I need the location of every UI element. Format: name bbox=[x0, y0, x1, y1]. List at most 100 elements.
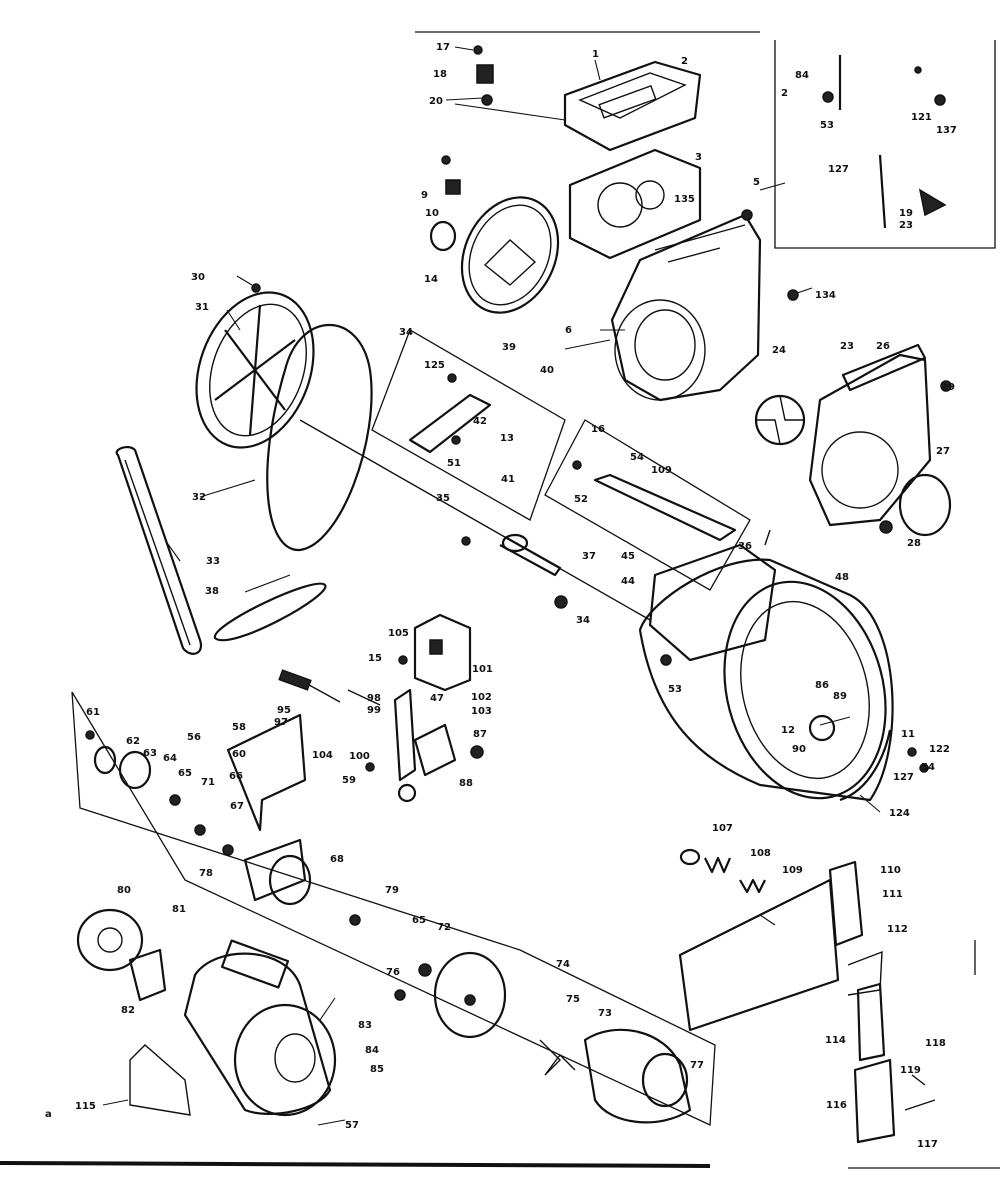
callout: 33 bbox=[206, 556, 220, 567]
callout: 108 bbox=[750, 848, 771, 859]
callout: 111 bbox=[882, 889, 903, 900]
callout: 105 bbox=[388, 628, 409, 639]
callout: 5 bbox=[753, 177, 760, 188]
callout: 23 bbox=[840, 341, 854, 352]
callout: 82 bbox=[121, 1005, 135, 1016]
callout: 54 bbox=[630, 452, 644, 463]
callout: 41 bbox=[501, 474, 515, 485]
callout: 58 bbox=[232, 722, 246, 733]
callout: 112 bbox=[887, 924, 908, 935]
callout: 65 bbox=[178, 768, 192, 779]
corner-mark: a bbox=[45, 1109, 52, 1120]
callout: 89 bbox=[833, 691, 847, 702]
callout: 83 bbox=[358, 1020, 372, 1031]
seal-124 bbox=[839, 729, 929, 802]
callout: 42 bbox=[473, 416, 487, 427]
callout: 62 bbox=[126, 736, 140, 747]
callout: 117 bbox=[917, 1139, 938, 1150]
callout: 45 bbox=[621, 551, 635, 562]
callout: 74 bbox=[556, 959, 570, 970]
callout-labels: 17 18 20 1 2 3 84 2 53 121 137 127 19 23… bbox=[45, 42, 957, 1150]
callout: 61 bbox=[86, 707, 100, 718]
callout: 88 bbox=[459, 778, 473, 789]
callout: 109 bbox=[651, 465, 672, 476]
callout: 118 bbox=[925, 1038, 946, 1049]
callout: 114 bbox=[825, 1035, 846, 1046]
callout: 53 bbox=[668, 684, 682, 695]
callout: 51 bbox=[447, 458, 461, 469]
callout: 14 bbox=[424, 274, 438, 285]
callout: 38 bbox=[205, 586, 219, 597]
heater-frame-panel bbox=[544, 419, 751, 591]
callout: 125 bbox=[424, 360, 445, 371]
callout: 80 bbox=[117, 885, 131, 896]
callout: 76 bbox=[386, 967, 400, 978]
callout: 107 bbox=[712, 823, 733, 834]
callout: 37 bbox=[582, 551, 596, 562]
callout: 97 bbox=[274, 717, 288, 728]
callout: 26 bbox=[876, 341, 890, 352]
callout: 78 bbox=[199, 868, 213, 879]
callout: 115 bbox=[75, 1101, 96, 1112]
motor-83 bbox=[76, 908, 337, 1117]
callout: 109 bbox=[782, 865, 803, 876]
callout: 15 bbox=[368, 653, 382, 664]
callout: 3 bbox=[695, 152, 702, 163]
callout: 23 bbox=[899, 220, 913, 231]
callout: 19 bbox=[899, 208, 913, 219]
callout: 29 bbox=[941, 382, 955, 393]
callout: 79 bbox=[385, 885, 399, 896]
callout: 102 bbox=[471, 692, 492, 703]
callout: 36 bbox=[738, 541, 752, 552]
callout: 13 bbox=[500, 433, 514, 444]
callout: 32 bbox=[192, 492, 206, 503]
callout: 90 bbox=[792, 744, 806, 755]
callout: 104 bbox=[312, 750, 333, 761]
callout: 27 bbox=[936, 446, 950, 457]
callout: 54 bbox=[921, 762, 935, 773]
callout: 68 bbox=[330, 854, 344, 865]
callout: 10 bbox=[425, 208, 439, 219]
callout: 28 bbox=[907, 538, 921, 549]
page-frame bbox=[0, 31, 1000, 1169]
callout: 134 bbox=[815, 290, 836, 301]
springs bbox=[679, 848, 766, 894]
callout: 47 bbox=[430, 693, 444, 704]
callout: 116 bbox=[826, 1100, 847, 1111]
callout: 35 bbox=[436, 493, 450, 504]
callout: 34 bbox=[576, 615, 590, 626]
callout: 135 bbox=[674, 194, 695, 205]
callout: 18 bbox=[433, 69, 447, 80]
callout: 2 bbox=[681, 56, 688, 67]
belt-33 bbox=[115, 446, 203, 655]
callout: 39 bbox=[502, 342, 516, 353]
callout: 87 bbox=[473, 729, 487, 740]
callout: 98 bbox=[367, 693, 381, 704]
callout: 67 bbox=[230, 801, 244, 812]
callout: 100 bbox=[349, 751, 370, 762]
callout: 95 bbox=[277, 705, 291, 716]
callout: 56 bbox=[187, 732, 201, 743]
callout: 81 bbox=[172, 904, 186, 915]
heater-panel bbox=[678, 860, 883, 1032]
belt-32 bbox=[266, 323, 373, 552]
callout: 1 bbox=[592, 49, 599, 60]
callout: 48 bbox=[835, 572, 849, 583]
callout: 124 bbox=[889, 808, 910, 819]
callout: 110 bbox=[880, 865, 901, 876]
callout: 77 bbox=[690, 1060, 704, 1071]
callout: 101 bbox=[472, 664, 493, 675]
callout: 53 bbox=[820, 120, 834, 131]
callout: 71 bbox=[201, 777, 215, 788]
callout: 63 bbox=[143, 748, 157, 759]
callout: 84 bbox=[365, 1045, 379, 1056]
callout: 12 bbox=[781, 725, 795, 736]
callout: 31 bbox=[195, 302, 209, 313]
drum-48 bbox=[638, 529, 894, 802]
callout: 34 bbox=[399, 327, 413, 338]
callout: 16 bbox=[591, 424, 605, 435]
callout: 57 bbox=[345, 1120, 359, 1131]
callout: 60 bbox=[232, 749, 246, 760]
console-top-assembly bbox=[454, 59, 702, 260]
callout: 40 bbox=[540, 365, 554, 376]
